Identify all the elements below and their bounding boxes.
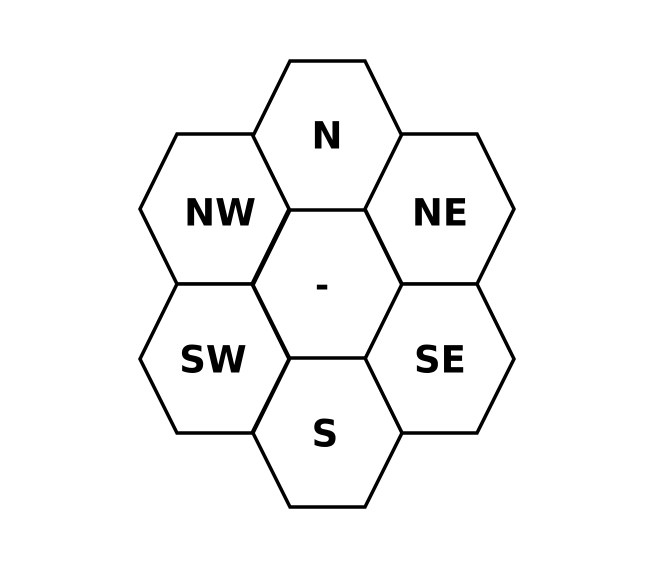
hex-cell-southwest: SW: [138, 282, 291, 435]
hex-label-southwest: SW: [179, 339, 246, 382]
hex-label-northwest: NW: [184, 192, 256, 235]
hex-cell-northwest: NW: [138, 132, 291, 286]
hex-cell-south: S: [251, 356, 404, 509]
hex-label-center: -: [315, 266, 329, 306]
hex-label-southeast: SE: [414, 339, 466, 382]
hex-label-south: S: [312, 413, 339, 456]
hex-label-north: N: [312, 115, 343, 158]
hex-label-northeast: NE: [412, 192, 468, 235]
hex-shape-south: [251, 356, 404, 509]
